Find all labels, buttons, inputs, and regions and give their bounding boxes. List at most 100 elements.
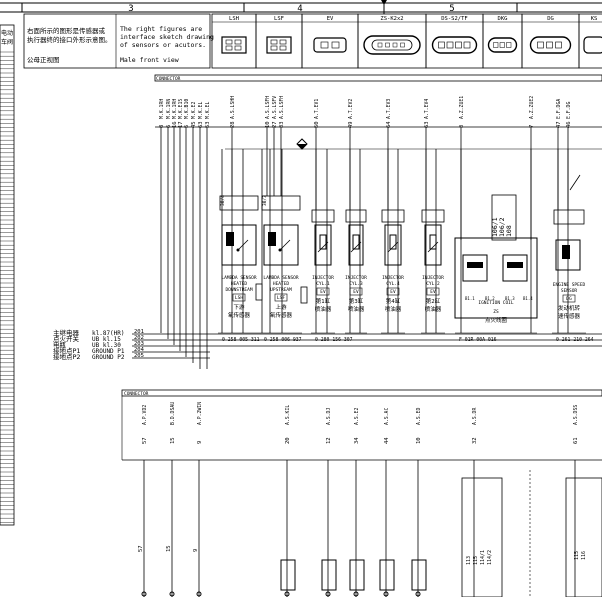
header-connector-code: LSH	[229, 16, 239, 22]
bottom-connector-block: CONNECTOR	[121, 389, 602, 461]
top-pin-number: 3	[459, 125, 465, 128]
bottom-pin-label: A.P.VD2	[142, 405, 148, 425]
ground-terminal-icon	[196, 591, 202, 597]
legend-cn-line1: 右面所示的图形是传感器或	[27, 26, 106, 35]
top-pin-label: M.K.E15	[178, 99, 184, 119]
bottom-pin-number: 61	[573, 437, 579, 444]
sensor-pin-block	[219, 195, 259, 211]
injector-pin-block	[311, 209, 335, 223]
top-pin-number: 45	[191, 121, 197, 128]
connector-shell-icon	[266, 36, 292, 54]
component-code-label: EV	[320, 289, 326, 295]
bus-number-label: 203	[134, 341, 144, 347]
connector-pin-icon	[225, 39, 233, 45]
heater-element-icon	[226, 232, 234, 246]
top-pin-number: 46	[566, 121, 572, 128]
bottom-pin-number: 9	[197, 441, 203, 444]
bottom-wire-number: 15	[166, 545, 172, 552]
bottom-right-frame	[565, 477, 602, 598]
sensor-pin-label: 30/3	[262, 195, 268, 206]
connector-shell-icon	[221, 36, 247, 54]
injector-coil-icon	[319, 234, 327, 250]
top-pin-label: A.T.EV1	[314, 99, 320, 119]
top-pin-number: 17	[178, 121, 184, 128]
component-en-label-1: LAMBDA SENSOR	[263, 275, 299, 281]
fuse-icon	[255, 283, 263, 301]
connector-pin-icon	[438, 41, 445, 49]
component-en-label-2: SENSOR	[561, 288, 578, 294]
bottom-pin-label: A.S.KIL	[285, 405, 291, 425]
coil-terminal-label: 106/1	[491, 217, 499, 237]
bottom-pin-number: 34	[354, 437, 360, 444]
top-pin-number: 63	[198, 121, 204, 128]
connector-shell-icon	[583, 36, 602, 54]
bottom-wire-number: 9	[193, 549, 199, 552]
bottom-pin-number: 20	[285, 437, 291, 444]
bus-en-label: kl.87(HR)	[92, 330, 125, 337]
connector-pin-icon	[463, 41, 471, 49]
injector-pin-block	[421, 209, 445, 223]
connector-pin-icon	[377, 42, 383, 48]
ground-terminal-icon	[169, 591, 175, 597]
component-en-label-1: LAMBDA SENSOR	[221, 275, 257, 281]
bottom-extra-label: 116	[581, 551, 587, 560]
top-pin-number: 50	[314, 121, 320, 128]
component-en-label-1: INJECTOR	[312, 275, 334, 281]
header-connector-cell	[578, 13, 602, 69]
zone-header: 3 4 5	[0, 0, 602, 14]
component-en-label-2: CYL.1	[316, 281, 330, 287]
top-pin-number: 10	[265, 121, 271, 128]
top-pin-label: A.S.LSFV	[272, 96, 278, 119]
injector-body	[348, 224, 364, 266]
legend-en-front: Male front view	[120, 56, 179, 64]
top-pin-label: M.K.1RH	[159, 99, 165, 119]
header-connector-code: DKG	[498, 16, 508, 22]
top-pin-label: A.T.EV3	[386, 99, 392, 119]
component-cn-label-1: 发动机转	[558, 304, 581, 312]
ground-terminal-icon	[415, 591, 421, 597]
bottom-component-body	[379, 559, 395, 591]
connector-pin-icon	[270, 45, 278, 51]
coil-pin-label: B1.2	[485, 296, 495, 301]
injector-pin-block	[381, 209, 405, 223]
component-cn-label-2: 氧传感器	[270, 311, 293, 319]
speed-sensor-magnet-icon	[562, 245, 570, 259]
bottom-connector-label: CONNECTOR	[124, 391, 149, 397]
bottom-pin-label: B.D.DSAU	[170, 402, 176, 425]
component-cn-label-2: 喷油器	[385, 305, 402, 313]
injector-coil-icon	[352, 234, 360, 250]
bottom-pin-label: A.S.DJ	[326, 408, 332, 425]
top-pin-label: M.K.EL	[205, 102, 211, 119]
zone-label-5: 5	[449, 4, 454, 14]
connector-pin-icon	[555, 41, 562, 49]
bottom-pin-number: 10	[416, 437, 422, 444]
fuse-icon	[300, 286, 308, 304]
ignition-coil-frame	[454, 237, 538, 319]
left-fragment-2: 车阀	[1, 38, 13, 46]
injector-arrow	[427, 241, 439, 253]
component-en-label-1: IGNITION COIL	[478, 300, 514, 306]
connector-pin-icon	[331, 41, 340, 49]
header-connector-code: DS-S2/TF	[441, 16, 468, 22]
connector-pin-icon	[320, 41, 329, 49]
injector-arrow	[387, 241, 399, 253]
top-pin-number: 63	[424, 121, 430, 128]
bottom-pin-number: 44	[384, 437, 390, 444]
connector-pin-icon	[455, 41, 462, 49]
injector-coil-icon	[429, 234, 437, 250]
lambda-sensor-body	[263, 224, 299, 266]
switch-contact	[279, 239, 291, 251]
legend-box: 右面所示的图形是传感器或 执行器终的接口外形示意图。 公母正视图 The rig…	[23, 13, 214, 69]
component-code-box	[426, 287, 440, 296]
bottom-extra-label: 114/1	[480, 550, 486, 565]
connector-inner-icon	[371, 39, 413, 51]
bus-en-label: UB kl.15	[92, 336, 121, 343]
top-pin-number: 49	[348, 121, 354, 128]
component-code-label: EV	[430, 289, 436, 295]
bus-en-label: GROUND P1	[92, 348, 125, 355]
component-en-label-1: INJECTOR	[345, 275, 367, 281]
injector-body	[424, 224, 442, 266]
top-pin-label: M.K.B10	[184, 99, 190, 119]
